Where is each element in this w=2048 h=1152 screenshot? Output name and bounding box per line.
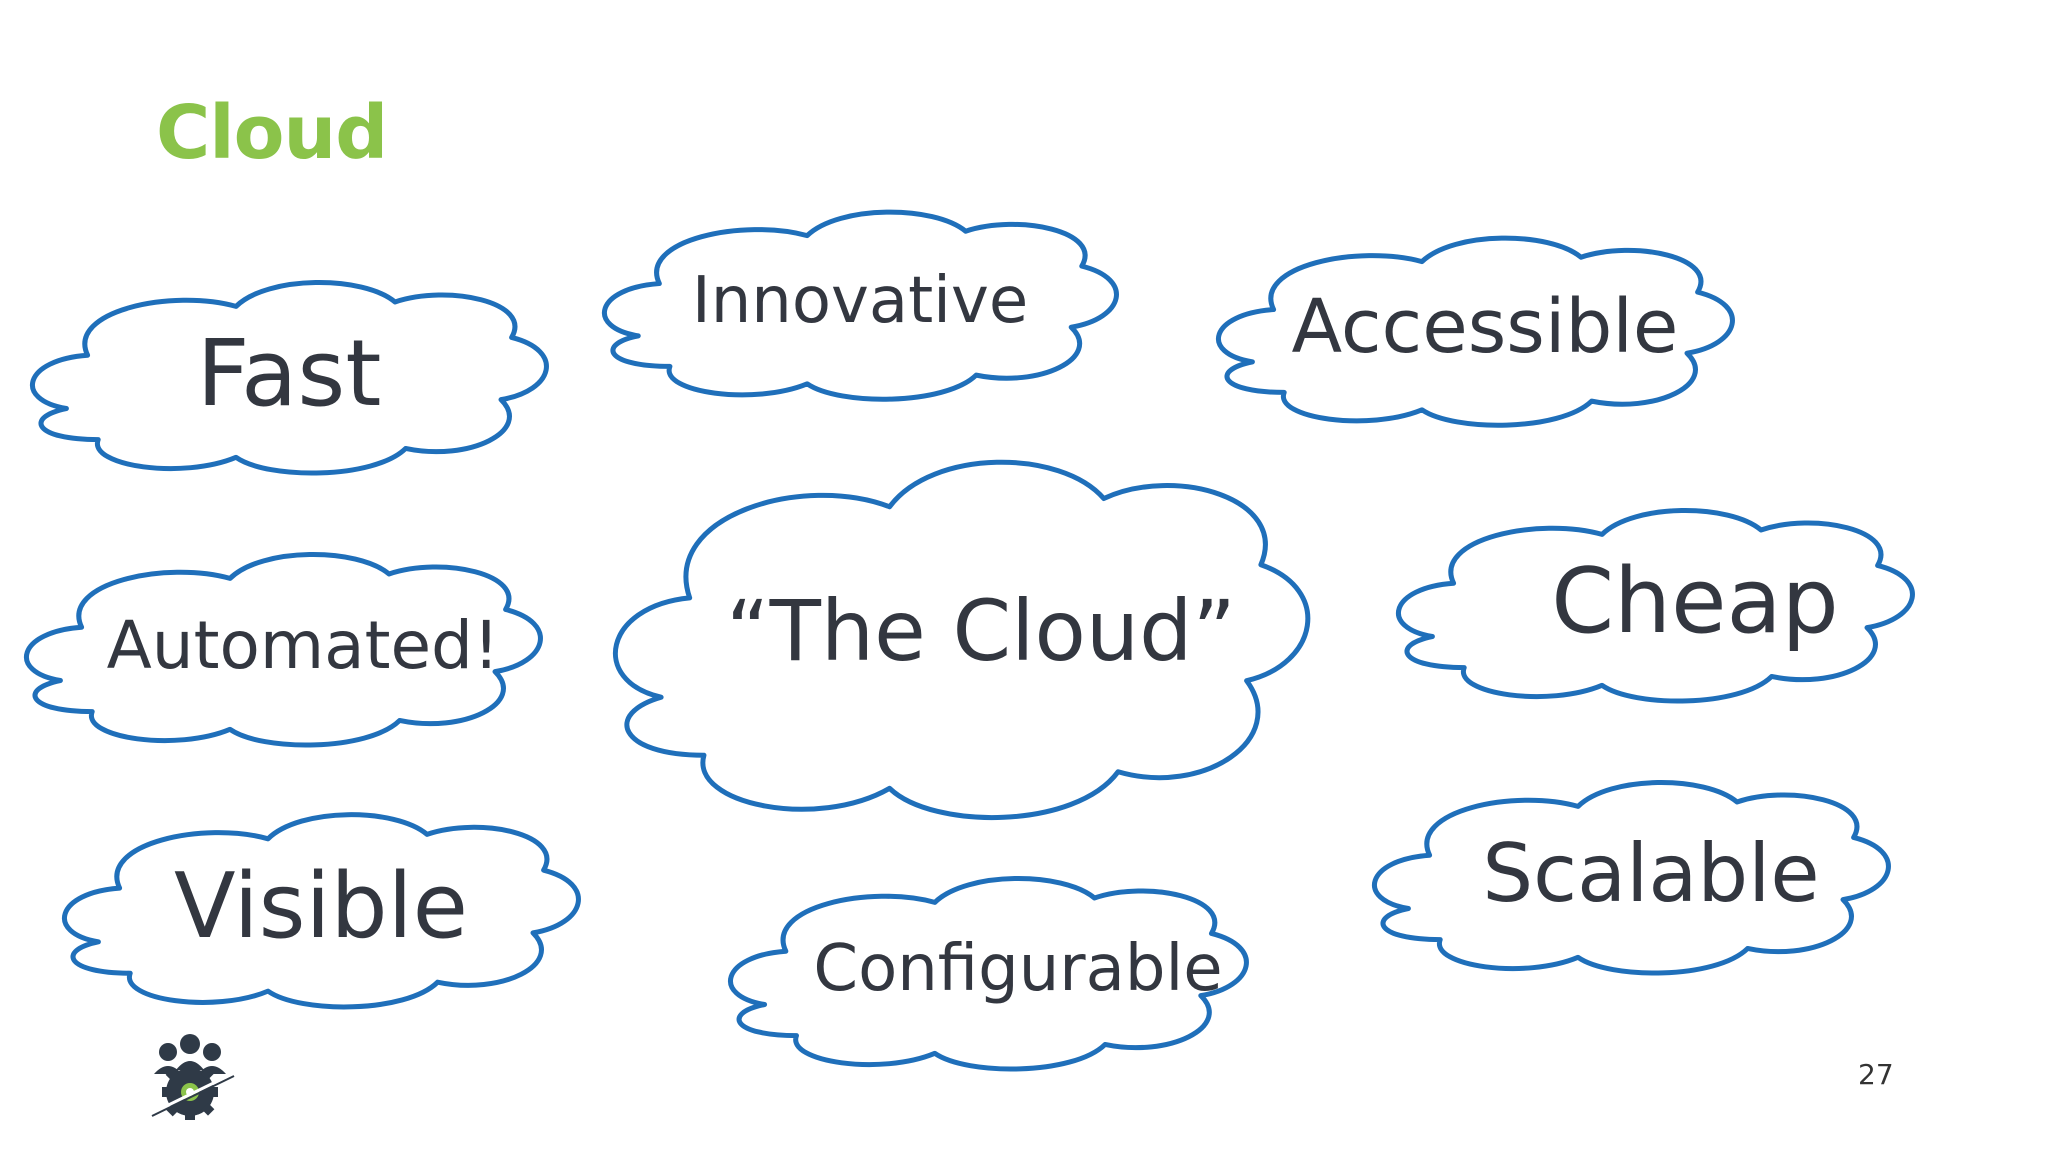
- page-number: 27: [1858, 1058, 1894, 1091]
- cloud-label: “The Cloud”: [726, 582, 1236, 680]
- cloud-automated: Automated!: [18, 534, 548, 756]
- team-gear-icon: [149, 1034, 235, 1120]
- cloud-innovative: Innovative: [596, 192, 1124, 410]
- cloud-shape: [596, 192, 1124, 410]
- cloud-shape: [722, 858, 1254, 1080]
- cloud-label: Accessible: [1291, 284, 1679, 370]
- cloud-the-cloud: “The Cloud”: [604, 424, 1318, 838]
- cloud-label: Fast: [196, 319, 382, 427]
- cloud-visible: Visible: [56, 794, 586, 1018]
- cloud-shape: [1366, 762, 1896, 984]
- cloud-configurable: Configurable: [722, 858, 1254, 1080]
- cloud-label: Configurable: [813, 932, 1223, 1006]
- cloud-shape: [56, 794, 586, 1018]
- cloud-label: Innovative: [691, 264, 1029, 338]
- cloud-label: Visible: [174, 853, 468, 959]
- cloud-shape: [604, 424, 1318, 838]
- cloud-shape: [24, 262, 554, 484]
- cloud-shape: [1390, 490, 1920, 712]
- slide-title: Cloud: [156, 90, 388, 176]
- cloud-shape: [18, 534, 548, 756]
- cloud-scalable: Scalable: [1366, 762, 1896, 984]
- cloud-label: Scalable: [1482, 826, 1820, 920]
- cloud-shape: [1210, 218, 1740, 436]
- cloud-label: Automated!: [106, 606, 500, 684]
- cloud-fast: Fast: [24, 262, 554, 484]
- cloud-accessible: Accessible: [1210, 218, 1740, 436]
- cloud-cheap: Cheap: [1390, 490, 1920, 712]
- cloud-label: Cheap: [1551, 548, 1839, 654]
